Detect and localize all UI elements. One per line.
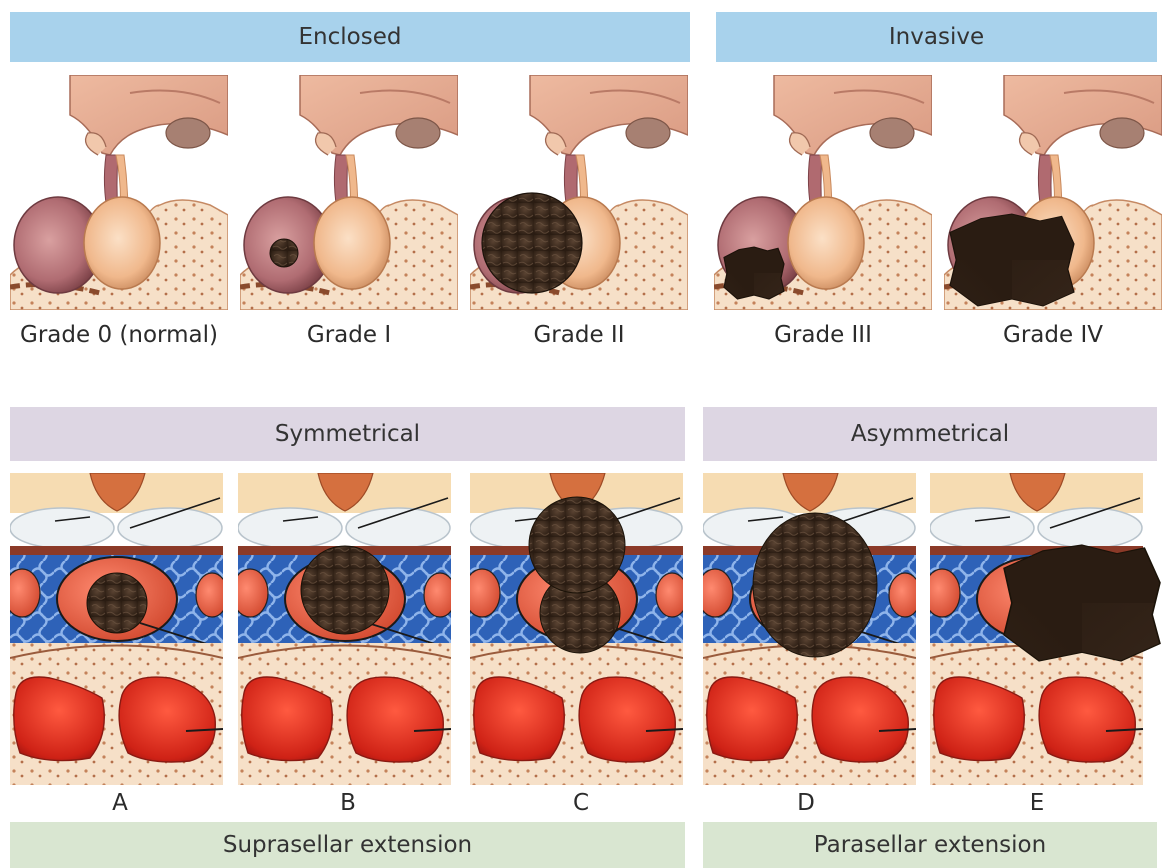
posterior-pituitary xyxy=(314,197,390,289)
mammillary-body xyxy=(1100,118,1144,148)
stage-b-illustration xyxy=(238,473,451,785)
tumor xyxy=(87,573,147,633)
carotid-left xyxy=(930,569,960,617)
header-suprasellar-label: Suprasellar extension xyxy=(223,832,472,858)
carotid-right xyxy=(196,573,223,617)
stage-e-label: E xyxy=(1007,790,1067,816)
header-asymmetrical-label: Asymmetrical xyxy=(851,421,1009,447)
optic-nerve-left xyxy=(930,508,1034,548)
stage-a-illustration xyxy=(10,473,223,785)
stage-e-illustration xyxy=(930,473,1167,785)
tumor xyxy=(724,247,784,299)
posterior-pituitary xyxy=(84,197,160,289)
header-suprasellar-extension: Suprasellar extension xyxy=(10,822,685,868)
carotid-left xyxy=(470,569,500,617)
stage-c-illustration xyxy=(470,473,683,785)
header-symmetrical-label: Symmetrical xyxy=(275,421,420,447)
tumor xyxy=(950,214,1074,306)
stage-d-label: D xyxy=(776,790,836,816)
tumor xyxy=(529,497,625,593)
header-invasive-label: Invasive xyxy=(889,24,984,50)
grade-1-illustration xyxy=(240,75,458,310)
mammillary-body xyxy=(166,118,210,148)
optic-nerve-left xyxy=(10,508,114,548)
header-asymmetrical: Asymmetrical xyxy=(703,407,1157,461)
carotid-left xyxy=(10,569,40,617)
stage-c-label: C xyxy=(551,790,611,816)
tumor xyxy=(1004,545,1160,661)
stage-d-illustration xyxy=(703,473,916,785)
stage-b-label: B xyxy=(318,790,378,816)
grade-4-illustration xyxy=(944,75,1162,310)
mammillary-body xyxy=(396,118,440,148)
diaphragma-sellae xyxy=(10,546,223,556)
header-symmetrical: Symmetrical xyxy=(10,407,685,461)
grade-2-label: Grade II xyxy=(470,322,688,348)
posterior-pituitary xyxy=(788,197,864,289)
stage-a-label: A xyxy=(90,790,150,816)
grade-1-label: Grade I xyxy=(240,322,458,348)
carotid-right xyxy=(656,573,683,617)
carotid-left xyxy=(238,569,268,617)
header-invasive: Invasive xyxy=(716,12,1157,62)
carotid-right xyxy=(889,573,916,617)
header-parasellar-extension: Parasellar extension xyxy=(703,822,1157,868)
header-enclosed: Enclosed xyxy=(10,12,690,62)
tumor xyxy=(301,546,389,634)
grade-4-label: Grade IV xyxy=(944,322,1162,348)
carotid-right xyxy=(424,573,451,617)
header-parasellar-label: Parasellar extension xyxy=(814,832,1046,858)
header-enclosed-label: Enclosed xyxy=(299,24,402,50)
grade-0-label: Grade 0 (normal) xyxy=(10,322,228,348)
grade-3-label: Grade III xyxy=(714,322,932,348)
optic-nerve-left xyxy=(238,508,342,548)
grade-3-illustration xyxy=(714,75,932,310)
mammillary-body xyxy=(626,118,670,148)
grade-2-illustration xyxy=(470,75,688,310)
carotid-left xyxy=(703,569,733,617)
grade-0-illustration xyxy=(10,75,228,310)
tumor xyxy=(753,513,877,657)
mammillary-body xyxy=(870,118,914,148)
tumor xyxy=(270,239,298,267)
tumor xyxy=(482,193,582,293)
